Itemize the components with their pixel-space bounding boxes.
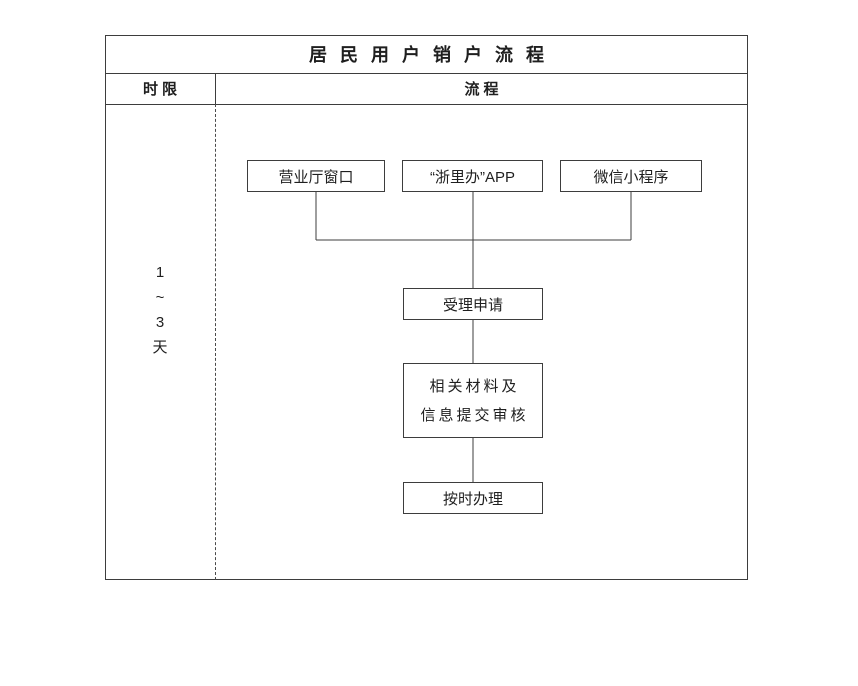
node-materials-info-review: 相关材料及 信息提交审核 — [403, 363, 543, 438]
node-business-hall-window: 营业厅窗口 — [247, 160, 385, 192]
node-process-on-time: 按时办理 — [403, 482, 543, 514]
title-divider-line — [105, 73, 748, 74]
time-limit-line-3: 3 — [155, 314, 165, 331]
time-limit-line-4: 天 — [152, 339, 168, 356]
node-materials-line-1: 相关材料及 — [429, 377, 520, 395]
time-limit-label: 1 ~ 3 天 — [105, 260, 215, 360]
node-zheliban-app: “浙里办”APP — [402, 160, 543, 192]
header-column-divider — [215, 73, 216, 104]
node-materials-line-2: 信息提交审核 — [420, 406, 529, 424]
time-limit-line-1: 1 — [155, 264, 165, 281]
header-time-limit: 时限 — [142, 81, 181, 98]
body-column-divider-dashed — [215, 104, 216, 580]
node-wechat-miniprogram: 微信小程序 — [560, 160, 702, 192]
header-divider-line — [105, 104, 748, 105]
page-title: 居民用户销户流程 — [309, 45, 557, 65]
header-process: 流程 — [464, 81, 503, 98]
time-limit-line-2: ~ — [155, 289, 165, 306]
node-accept-application: 受理申请 — [403, 288, 543, 320]
